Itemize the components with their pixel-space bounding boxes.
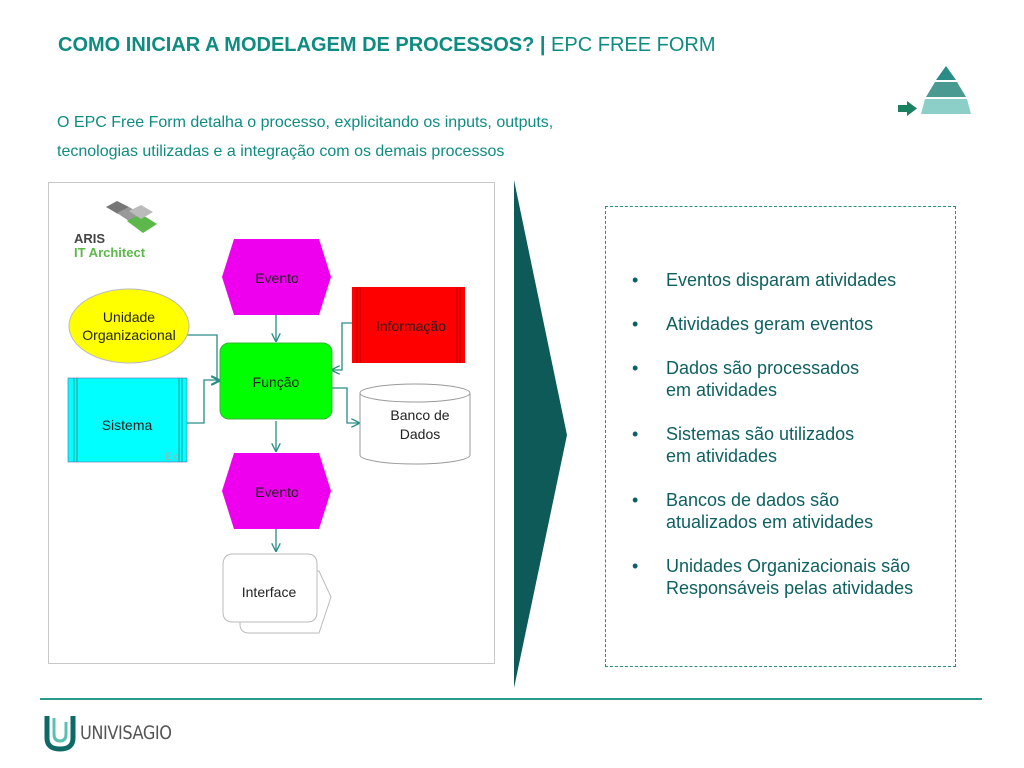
bullet-item: • Unidades Organizacionais são Responsáve… <box>606 555 913 599</box>
bullet-dot-icon: • <box>632 314 639 334</box>
bullet-text: Bancos de dados são atualizados em ativi… <box>666 490 874 532</box>
footer-divider <box>40 698 982 700</box>
node-funcao: Função <box>219 342 333 420</box>
intro-line-2: tecnologias utilizadas e a integração co… <box>57 143 505 160</box>
page-title: COMO INICIAR A MODELAGEM DE PROCESSOS? |… <box>58 34 716 57</box>
aris-logo-line1: ARIS <box>74 231 105 246</box>
page-title-sub: EPC FREE FORM <box>545 34 716 56</box>
node-unidade-label-1: Unidade <box>103 309 155 325</box>
node-informacao-label: Informação <box>376 318 446 334</box>
bullet-item: • Dados são processados em atividades <box>606 357 913 401</box>
bullet-dot-icon: • <box>632 424 639 444</box>
bullet-text: Unidades Organizacionais são Responsávei… <box>666 556 914 598</box>
node-informacao: Informação <box>352 287 465 363</box>
bullet-dot-icon: • <box>632 358 639 378</box>
node-sistema-label: Sistema <box>102 417 153 433</box>
bullet-item: • Bancos de dados são atualizados em ativ… <box>606 489 913 533</box>
divider-arrow-icon <box>514 180 567 688</box>
epc-diagram: ARIS IT Architect Evento Unidade Organiz… <box>48 182 495 664</box>
page-title-main: COMO INICIAR A MODELAGEM DE PROCESSOS? | <box>58 34 546 56</box>
connector-unidade-funcao <box>187 334 218 381</box>
connector-sistema-funcao <box>187 380 219 424</box>
node-evento-top-label: Evento <box>255 270 299 286</box>
node-evento-top: Evento <box>222 239 331 315</box>
bullet-box: • Eventos disparam atividades • Atividades… <box>605 206 956 667</box>
bullet-list: • Eventos disparam atividades • Atividades… <box>606 269 913 621</box>
univisagio-logo-text: UNIVISAGIO <box>80 722 172 744</box>
node-funcao-label: Função <box>253 374 300 390</box>
intro-line-1: O EPC Free Form detalha o processo, expl… <box>57 114 554 131</box>
bullet-item: • Sistemas são utilizados em atividades <box>606 423 913 467</box>
node-sistema-mark: Ex <box>165 451 178 463</box>
bullet-item: • Eventos disparam atividades <box>606 269 913 291</box>
univisagio-logo-icon <box>44 716 76 752</box>
pyramid-icon <box>898 66 971 116</box>
node-unidade-label-2: Organizacional <box>82 327 175 343</box>
bullet-dot-icon: • <box>632 490 639 510</box>
bullet-text: Dados são processados em atividades <box>666 358 860 400</box>
bullet-dot-icon: • <box>632 556 639 576</box>
aris-logo: ARIS IT Architect <box>74 201 157 260</box>
node-unidade-organizacional: Unidade Organizacional <box>68 288 190 364</box>
node-evento-bottom-label: Evento <box>255 484 299 500</box>
node-sistema: Sistema Ex <box>67 377 188 463</box>
node-interface-label: Interface <box>242 584 297 600</box>
bullet-dot-icon: • <box>632 270 639 290</box>
epc-diagram-canvas: ARIS IT Architect Evento Unidade Organiz… <box>67 201 471 634</box>
node-banco-de-dados: Banco de Dados <box>359 383 471 465</box>
node-evento-bottom: Evento <box>222 453 331 529</box>
connector-informacao-funcao <box>332 322 357 370</box>
bullet-text: Sistemas são utilizados em atividades <box>666 424 855 466</box>
node-banco-label-1: Banco de <box>390 407 449 423</box>
node-interface: Interface <box>222 553 332 634</box>
bullet-text: Eventos disparam atividades <box>666 270 897 290</box>
bullet-item: • Atividades geram eventos <box>606 313 913 335</box>
aris-logo-line2: IT Architect <box>74 245 146 260</box>
arrow-right-icon <box>898 101 917 116</box>
node-banco-label-2: Dados <box>400 426 440 442</box>
bullet-text: Atividades geram eventos <box>666 314 874 334</box>
intro-text: O EPC Free Form detalha o processo, expl… <box>57 108 553 166</box>
connector-funcao-banco <box>332 387 359 423</box>
